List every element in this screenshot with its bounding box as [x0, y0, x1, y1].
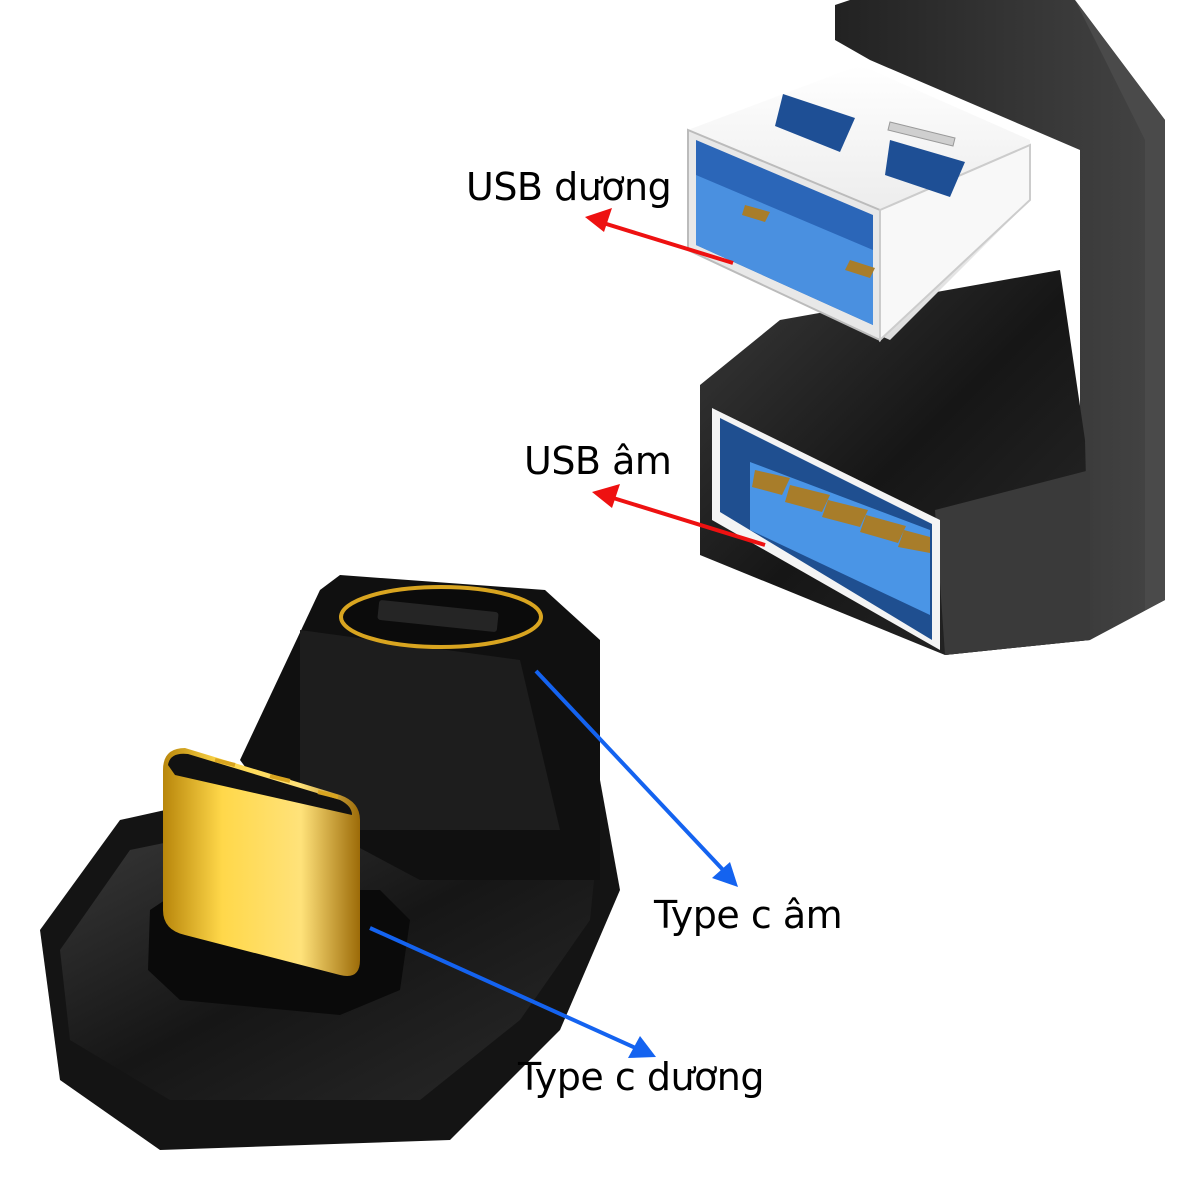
- label-usb-male: USB dương: [466, 165, 672, 209]
- arrow-typec-male: [369, 926, 656, 1058]
- arrow-typec-female: [534, 669, 738, 887]
- arrow-usb-female: [592, 484, 766, 547]
- arrow-usb-male: [585, 208, 734, 265]
- label-usb-female: USB âm: [524, 439, 672, 483]
- usb-a-adapter: [687, 0, 1165, 655]
- label-typec-male: Type c dương: [518, 1055, 765, 1099]
- usb-c-adapter: [40, 575, 620, 1150]
- label-typec-female: Type c âm: [654, 893, 843, 937]
